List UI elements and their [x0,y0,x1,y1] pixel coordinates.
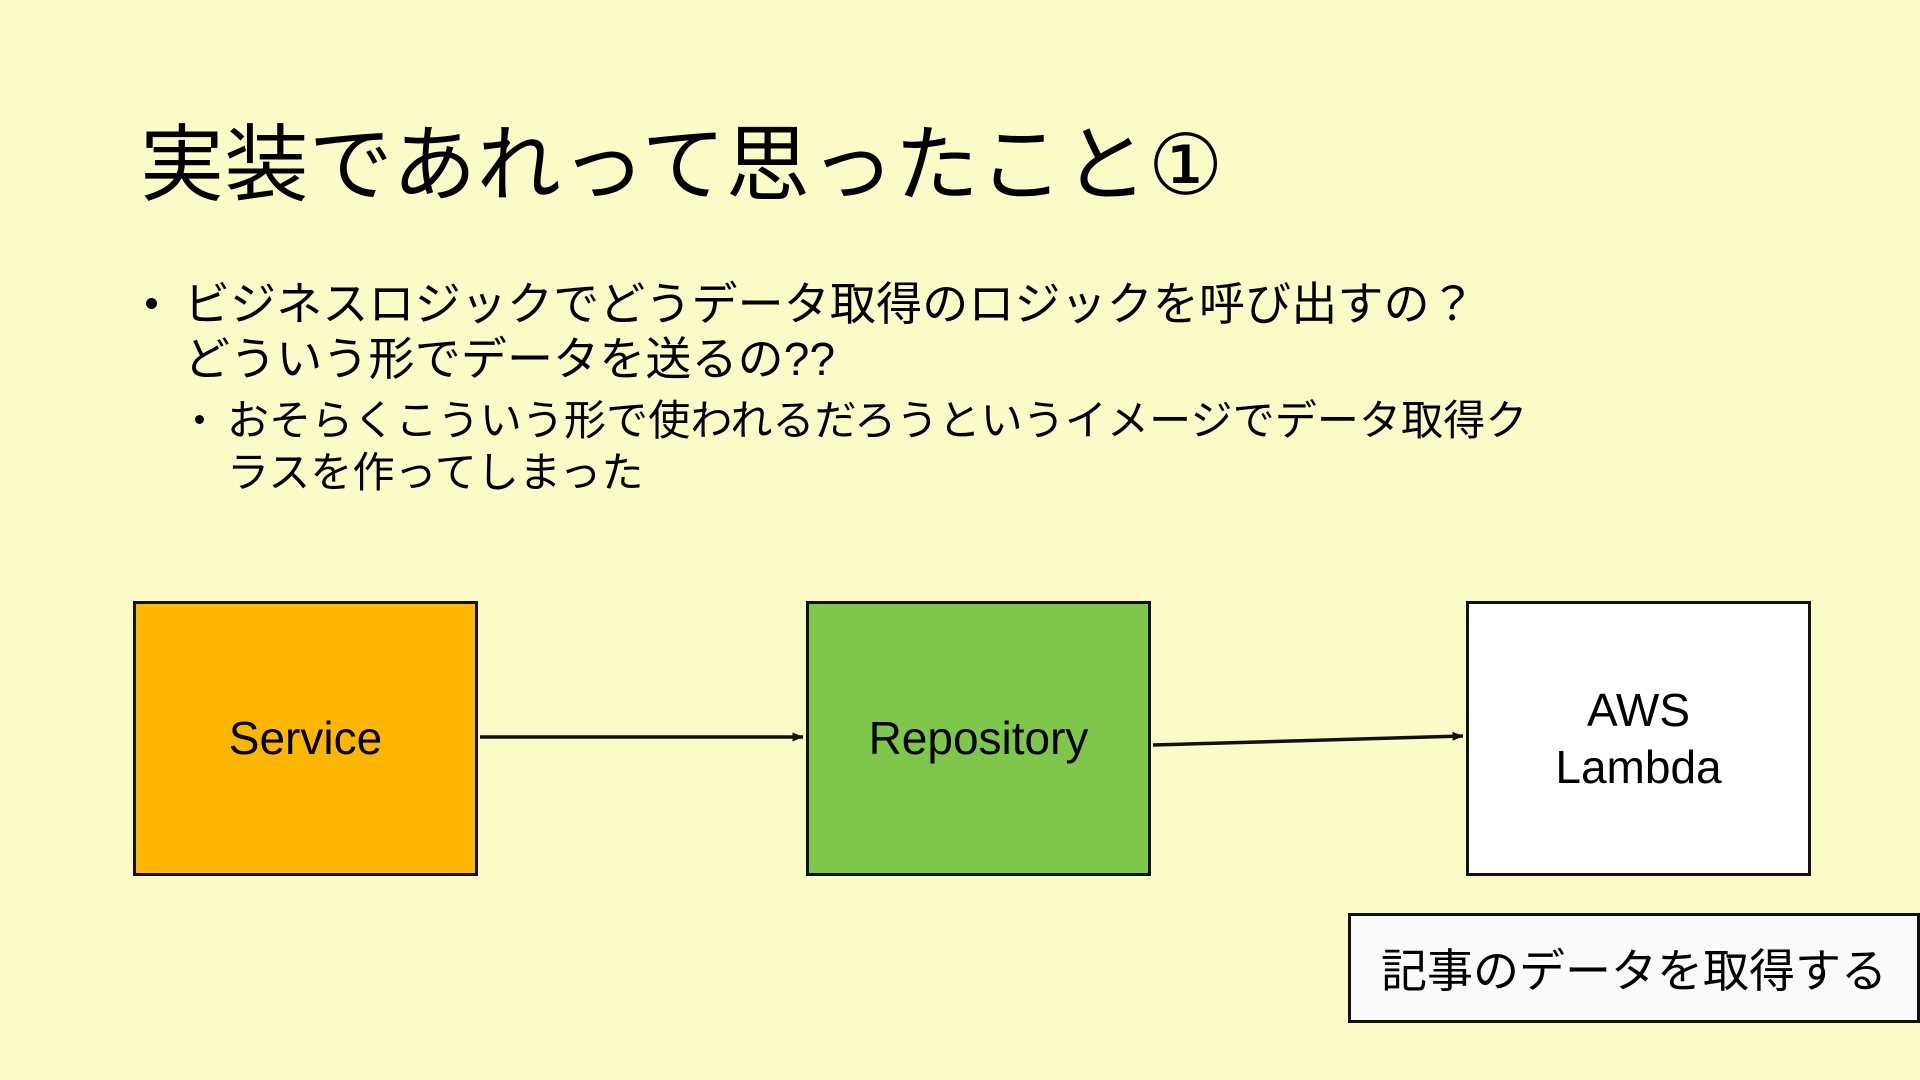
bullet-list: ビジネスロジックでどうデータ取得のロジックを呼び出すの？ どういう形でデータを送… [140,277,1780,498]
diagram-node-repository-label: Repository [868,712,1089,765]
bullet-level1-line1: ビジネスロジックでどうデータ取得のロジックを呼び出すの？ [184,278,1476,330]
diagram-node-aws-lambda[interactable]: AWS Lambda [1466,601,1811,876]
diagram-node-repository[interactable]: Repository [806,601,1151,876]
diagram-node-aws-lambda-label: AWS Lambda [1555,684,1722,793]
arrow-repository-to-lambda [1152,731,1464,747]
bullet-level2-line1: おそらくこういう形で使われるだろうというイメージでデータ取得ク [227,397,1528,445]
bullet-dot-icon [146,298,157,310]
bullet-level2-line2: ラスを作ってしまった [227,448,644,496]
diagram-node-service[interactable]: Service [133,601,478,876]
diagram-caption-box[interactable]: 記事のデータを取得する [1348,913,1920,1023]
diagram-node-service-label: Service [228,712,383,765]
bullet-level2-item: おそらくこういう形で使われるだろうというイメージでデータ取得ク ラスを作ってしま… [187,395,1780,497]
diagram-caption-label: 記事のデータを取得する [1381,945,1887,997]
bullet-dot-icon [195,415,204,425]
page-title: 実装であれって思ったこと① [140,118,1224,213]
bullet-level1-line2: どういう形でデータを送るの?? [184,333,836,386]
bullet-level1-item: ビジネスロジックでどうデータ取得のロジックを呼び出すの？ どういう形でデータを送… [140,277,1780,387]
